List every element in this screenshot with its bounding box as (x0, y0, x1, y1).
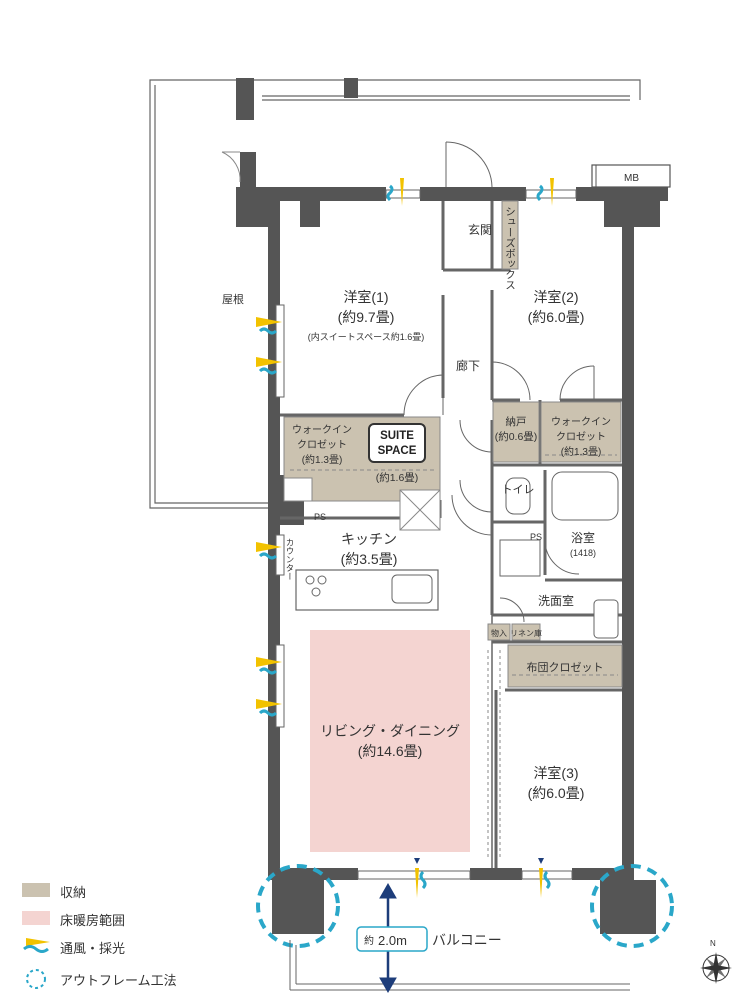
wic2-size: (約1.3畳) (561, 445, 602, 458)
wind-light-markers (256, 178, 554, 898)
suite-line2: SPACE (377, 445, 417, 457)
western1-note: (内スイートスペース約1.6畳) (308, 331, 424, 342)
western2-size: (約6.0畳) (528, 309, 585, 325)
western3-name: 洋室(3) (533, 765, 578, 781)
suite-space-size: (約1.6畳) (376, 471, 419, 484)
living-name: リビング・ダイニング (320, 723, 460, 739)
wall-pillar-top (236, 78, 254, 120)
balcony-depth-prefix: 約 (364, 934, 374, 947)
ps-label-2: PS (530, 532, 542, 542)
balcony-outline (289, 940, 630, 991)
suite-line1: SUITE (380, 430, 414, 442)
compass-north: N (710, 939, 716, 948)
western1-size: (約9.7畳) (338, 309, 395, 325)
washroom-label: 洗面室 (538, 593, 574, 608)
wic1-name2: クロゼット (297, 439, 347, 451)
wic2-name1: ウォークイン (551, 416, 611, 428)
bath-fixtures (499, 471, 619, 639)
kitchen-counter (295, 569, 439, 611)
storage-size: (約0.6畳) (495, 430, 538, 443)
wall-top-3 (240, 152, 256, 192)
suite-space-badge: SUITE SPACE (368, 423, 426, 463)
bath-size: (1418) (570, 548, 596, 558)
kitchen-size: (約3.5畳) (341, 551, 398, 567)
legend-wind-light: 通風・採光 (60, 941, 126, 956)
mb-label: MB (624, 173, 639, 184)
living-size: (約14.6畳) (358, 743, 423, 759)
western2-name: 洋室(2) (533, 289, 578, 305)
linen-label: リネン庫 (510, 628, 542, 638)
western1-name: 洋室(1) (343, 289, 388, 305)
mb-box (591, 164, 671, 188)
windows-left (275, 304, 285, 728)
wic2-name2: クロゼット (556, 431, 606, 443)
balcony-depth-box (356, 926, 428, 952)
dashed-circle-icon (26, 969, 46, 989)
outframe-circles (256, 864, 674, 948)
hallway-label: 廊下 (456, 358, 480, 373)
door-swings (403, 141, 595, 623)
entrance-label: 玄関 (468, 222, 492, 237)
legend-outframe: アウトフレーム工法 (60, 973, 177, 988)
roof-label: 屋根 (222, 292, 244, 306)
shoe-box-label: シューズボックス (504, 206, 516, 290)
legend-storage-swatch (22, 883, 50, 897)
balcony-depth-value: 2.0m (378, 933, 407, 948)
legend-heating: 床暖房範囲 (60, 913, 126, 928)
mono-ire-label: 物入 (491, 628, 507, 638)
wall-top-2 (344, 78, 358, 98)
compass-icon (700, 952, 732, 984)
western3-size: (約6.0畳) (528, 785, 585, 801)
storage-name: 納戸 (506, 415, 527, 428)
counter-label: カウンター (285, 538, 295, 581)
futon-closet-label: 布団クロゼット (527, 661, 604, 674)
legend-storage: 収納 (60, 885, 87, 900)
kitchen-name: キッチン (341, 531, 397, 547)
wic1-name1: ウォークイン (292, 424, 352, 436)
roof-outline (149, 79, 641, 509)
toilet-label: トイレ (502, 484, 535, 496)
bath-name: 浴室 (571, 530, 595, 545)
legend-heating-swatch (22, 911, 50, 925)
wind-light-icon (23, 938, 50, 953)
balcony-label: バルコニー (432, 932, 502, 948)
ps-label-1: PS (314, 512, 326, 522)
floor-heating-area (310, 630, 470, 852)
wic1-size: (約1.3畳) (302, 453, 343, 466)
sliding-door-marks (487, 650, 501, 860)
